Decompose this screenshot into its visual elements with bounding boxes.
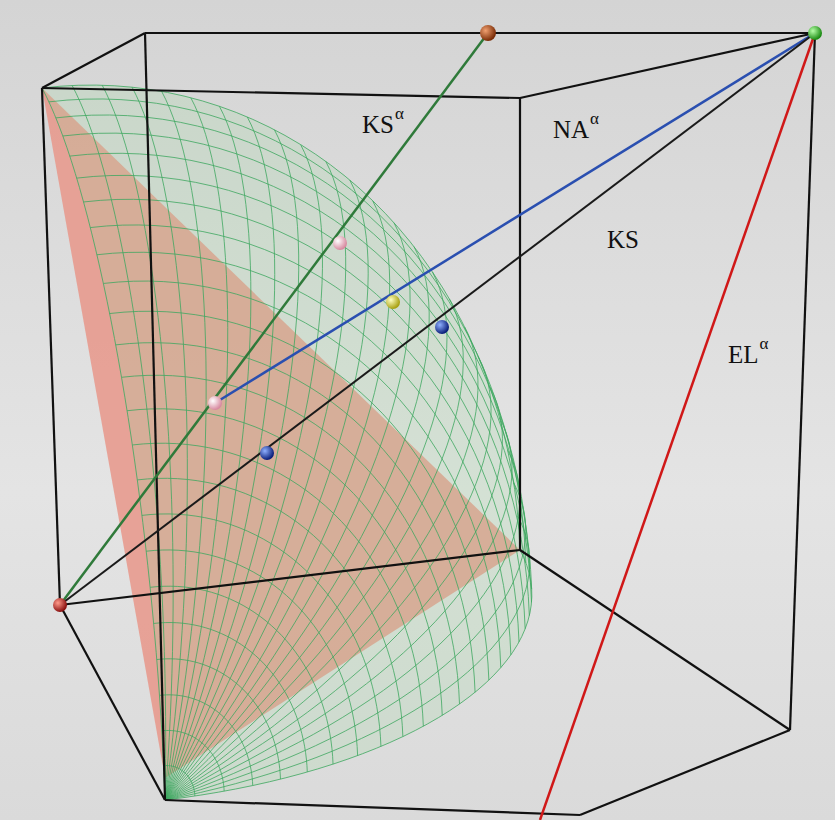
superscript: α [590,110,599,127]
superscript: α [395,105,404,122]
cube-frame [42,33,815,815]
line-label: NA [553,117,589,142]
line-label: KS [607,227,639,252]
line-label: EL [728,342,759,367]
line-label: KS [362,112,394,137]
points [53,25,822,612]
sphere-octant [42,85,532,800]
ks-alpha-line [60,33,488,605]
ks-line [60,33,815,605]
el-alpha-line [540,33,815,820]
superscript: α [760,335,769,352]
na-alpha-line [215,33,815,403]
